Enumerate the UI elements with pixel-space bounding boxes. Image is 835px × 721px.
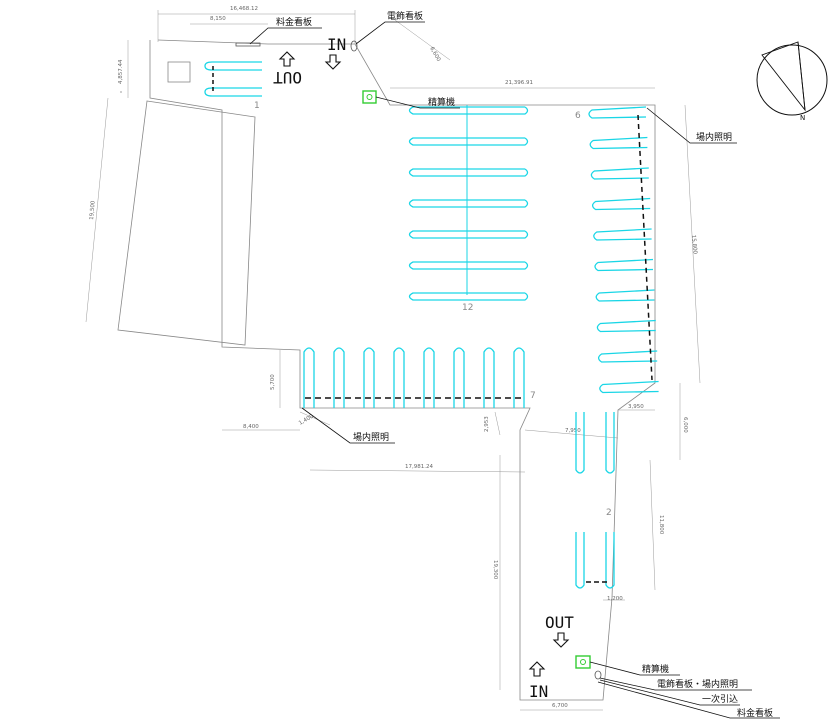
building-block	[117, 100, 256, 346]
entrance-bottom: IN	[528, 661, 548, 701]
label-payment-machine-top: 精算機	[428, 96, 455, 108]
parking-stall-right	[593, 228, 652, 241]
dim-4857: 4,857.44	[118, 59, 124, 84]
parking-stall-bottom	[483, 347, 495, 408]
space-number-2: 2	[606, 508, 612, 518]
parking-stall-right	[589, 136, 648, 150]
price-sign-top	[235, 42, 261, 47]
parking-group-center	[408, 106, 529, 301]
annotations: 料金看板 電飾看板 精算機 場内照明 場内照明 精算機 電飾看板・場内照明 一次…	[249, 10, 780, 719]
equipment-box	[167, 61, 191, 83]
parking-stall-right	[594, 258, 654, 272]
parking-group-bottom	[303, 347, 525, 408]
dim-5700: 5,700	[270, 374, 276, 390]
space-number-6: 6	[575, 111, 581, 121]
dim-16468: 16,468.12	[230, 6, 258, 12]
label-payment-machine-bottom: 精算機	[642, 663, 669, 675]
dim-6600: 6,600	[428, 46, 441, 63]
lot-outline	[117, 39, 656, 701]
label-price-sign-bottom: 料金看板	[737, 707, 773, 719]
parking-stall-bottom	[513, 347, 525, 408]
parking-stall-right	[597, 350, 658, 363]
parking-stall-center	[408, 106, 529, 115]
payment-machine-bottom	[575, 655, 591, 669]
parking-stall-center	[408, 230, 529, 239]
parking-stall-center	[408, 137, 529, 146]
label-lighting-left: 場内照明	[353, 431, 389, 443]
out-label-top: OUT	[273, 68, 302, 87]
sign-pole-top	[350, 40, 358, 52]
parking-stall-bottom	[363, 347, 375, 408]
dim-11800: 11,800	[658, 515, 664, 535]
arrow-up-icon	[278, 51, 296, 67]
payment-machine-top	[362, 90, 377, 104]
space-number-12: 12	[462, 303, 473, 313]
dim-8150: 8,150	[210, 16, 226, 22]
dim-15800: 15,800	[690, 235, 698, 255]
parking-stall-right	[591, 197, 651, 211]
label-price-sign-top: 料金看板	[276, 16, 312, 28]
parking-stall-right	[595, 289, 655, 302]
dim-7950: 7,950	[565, 428, 581, 434]
parking-stall-bottom	[303, 347, 315, 408]
right-stopper-line	[637, 114, 653, 381]
parking-stall-right	[599, 380, 659, 394]
space-number-1: 1	[254, 101, 260, 111]
parking-stall-center	[408, 261, 529, 270]
parking-stall-bottom	[423, 347, 435, 408]
arrow-down-icon	[552, 632, 570, 648]
in-label-bottom: IN	[529, 682, 548, 701]
dim-17981: 17,981.24	[405, 464, 433, 470]
arrow-up-icon	[528, 661, 546, 677]
label-illuminated-sign-top: 電飾看板	[387, 10, 423, 22]
parking-group-right	[588, 106, 659, 394]
parking-stall-right	[590, 167, 649, 180]
parking-group-top-left	[204, 61, 262, 97]
dim-6000: 6,000	[682, 417, 688, 433]
label-lighting-right: 場内照明	[696, 131, 732, 143]
dim-19300: 19,300	[492, 560, 498, 580]
exit-top: OUT	[273, 51, 302, 87]
parking-stall-right	[588, 106, 647, 119]
parking-stall-bottom	[393, 347, 405, 408]
sign-pole-bottom	[594, 670, 602, 680]
dim-6700: 6,700	[552, 703, 568, 709]
out-label-bottom: OUT	[545, 613, 574, 632]
exit-bottom: OUT	[545, 613, 574, 648]
dim-1200: 1,200	[607, 596, 623, 602]
parking-group-lower-right	[575, 412, 615, 589]
label-power-intake: 一次引込	[702, 693, 738, 705]
entrance-top: IN	[324, 35, 346, 70]
dim-8400: 8,400	[243, 424, 259, 430]
parking-stall-bottom	[453, 347, 465, 408]
dim-3950: 3,950	[628, 404, 644, 410]
in-label-top: IN	[327, 35, 346, 54]
label-illuminated-sign-bottom: 電飾看板・場内照明	[657, 678, 738, 690]
svg-text:N: N	[800, 114, 805, 122]
dimension-lines	[85, 10, 701, 711]
parking-stall-bottom	[333, 347, 345, 408]
parking-stall-center	[408, 168, 529, 177]
parking-stall-right	[596, 319, 656, 333]
arrow-down-icon	[324, 54, 342, 70]
dim-2953: 2,953	[484, 416, 490, 432]
parking-stall-center	[408, 199, 529, 208]
dim-19500: 19,500	[89, 200, 97, 220]
dim-21396: 21,396.91	[505, 80, 533, 86]
north-arrow-icon: N	[756, 41, 828, 122]
space-number-7: 7	[530, 391, 536, 401]
parking-stall-center	[408, 292, 529, 301]
